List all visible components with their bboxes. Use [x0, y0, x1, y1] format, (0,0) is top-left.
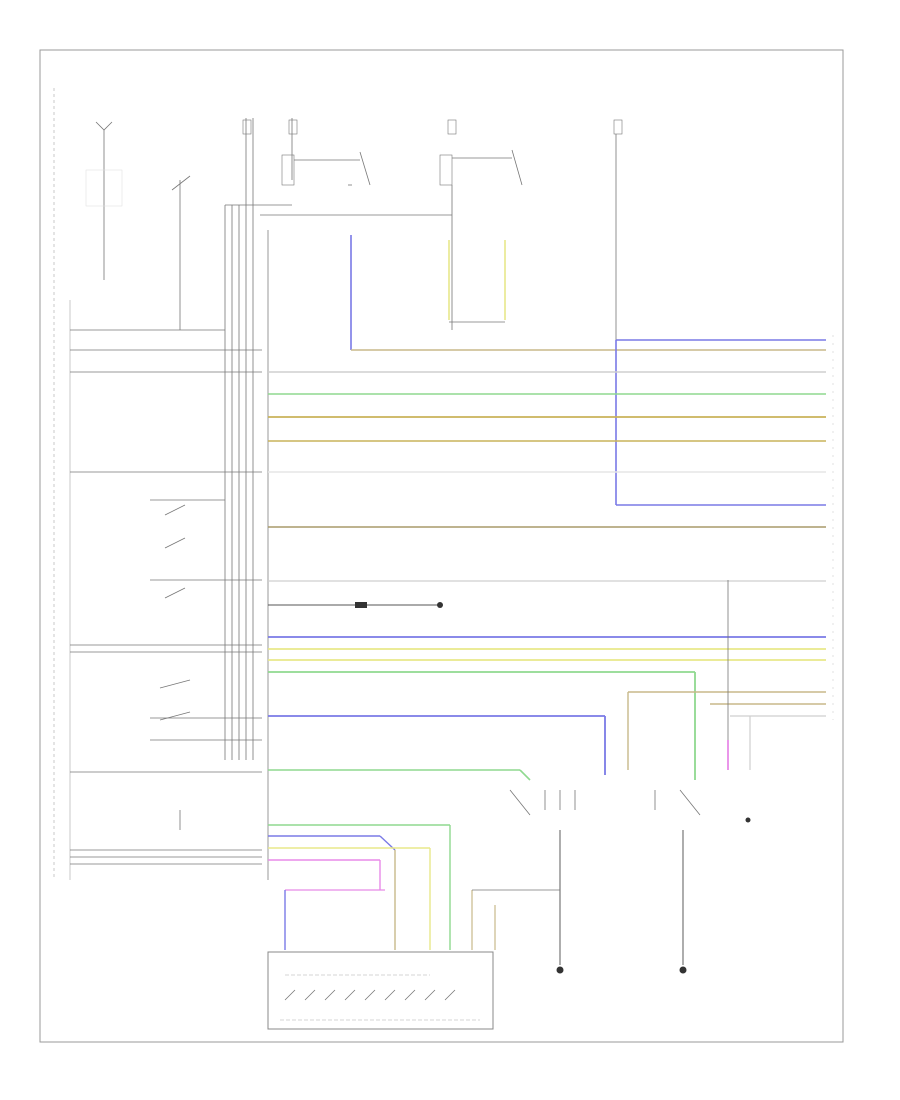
- ground-wires: [556, 817, 751, 974]
- lower-relay-right: [654, 789, 701, 816]
- diode-circuit: [268, 602, 443, 608]
- lower-wire-bundle: [268, 580, 826, 780]
- top-left-component: [85, 121, 123, 280]
- fuse-feed-bus-left: [224, 118, 293, 760]
- top-relay-1: [281, 151, 371, 186]
- wire-row-tan-top: [350, 300, 826, 506]
- main-wire-bundle: [268, 371, 826, 582]
- lower-connector-lines: [268, 824, 560, 950]
- bottom-switch-module: [267, 951, 494, 1030]
- diagram-frame: [39, 49, 844, 1043]
- top-wire-stubs: [350, 235, 506, 323]
- top-fuses: [242, 119, 623, 135]
- left-upper-switch: [171, 175, 191, 330]
- lower-relay-left: [509, 789, 576, 816]
- left-switch-cluster: [150, 499, 262, 830]
- left-signal-lines: [70, 329, 262, 865]
- green-relay-wire: [268, 769, 531, 781]
- top-relay-2: [439, 149, 523, 186]
